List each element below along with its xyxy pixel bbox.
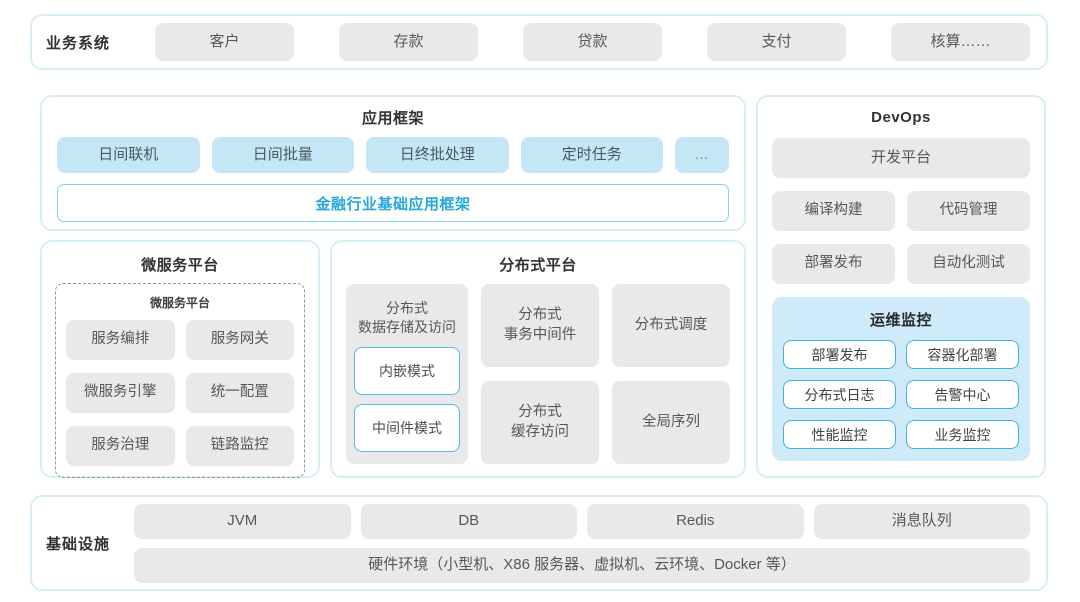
framework-item-more: ... [675,137,729,173]
ops-item-alert-center: 告警中心 [906,380,1019,409]
storage-mode-embedded: 内嵌模式 [354,346,460,395]
microservice-item-gateway: 服务网关 [185,320,294,360]
microservice-inner-title: 微服务平台 [149,296,210,310]
distributed-section: 分布式平台 分布式 数据存储及访问 内嵌模式 中间件模式 分布式 事务中间件 分… [330,240,746,478]
distributed-item-cache: 分布式 缓存访问 [481,381,599,464]
devops-title: DevOps [871,109,931,126]
microservice-item-config: 统一配置 [185,373,294,413]
devops-section: DevOps 开发平台 编译构建 代码管理 部署发布 自动化测试 运维监控 部署… [756,95,1046,478]
distributed-item-scheduling: 分布式调度 [612,284,730,367]
microservice-item-orchestration: 服务编排 [66,320,175,360]
ops-item-container-deploy: 容器化部署 [906,340,1019,369]
business-item-payment: 支付 [707,23,847,61]
business-item-accounting: 核算…… [891,23,1031,61]
microservice-item-engine: 微服务引擎 [66,373,175,413]
ops-item-deploy-release: 部署发布 [783,340,896,369]
ops-item-performance-monitor: 性能监控 [783,420,896,449]
microservice-item-governance: 服务治理 [66,426,175,466]
business-item-loan: 贷款 [523,23,663,61]
devops-item-deploy: 部署发布 [772,244,895,284]
distributed-title: 分布式平台 [499,257,577,274]
infrastructure-section: 基础设施 JVM DB Redis 消息队列 硬件环境（小型机、X86 服务器、… [30,495,1048,591]
distributed-storage-title: 分布式 数据存储及访问 [358,300,456,335]
microservice-section: 微服务平台 微服务平台 服务编排 服务网关 微服务引擎 统一配置 服务治理 链路… [40,240,320,478]
infra-item-redis: Redis [587,503,804,539]
infra-item-jvm: JVM [134,503,351,539]
microservice-title: 微服务平台 [141,257,219,274]
framework-item-eod-batch: 日终批处理 [366,137,509,173]
framework-item-daytime-online: 日间联机 [57,137,200,173]
base-framework-bar: 金融行业基础应用框架 [57,184,729,222]
framework-item-scheduled-task: 定时任务 [520,137,663,173]
business-item-deposit: 存款 [339,23,479,61]
framework-item-daytime-batch: 日间批量 [211,137,354,173]
ops-monitor-box: 运维监控 部署发布 容器化部署 分布式日志 告警中心 性能监控 业务监控 [772,297,1030,461]
distributed-item-transaction: 分布式 事务中间件 [481,284,599,367]
business-system-section: 业务系统 客户 存款 贷款 支付 核算…… [30,14,1048,70]
distributed-storage-box: 分布式 数据存储及访问 内嵌模式 中间件模式 [346,284,468,464]
infra-item-db: DB [360,503,578,539]
ops-item-business-monitor: 业务监控 [906,420,1019,449]
infra-item-mq: 消息队列 [813,503,1031,539]
devops-item-auto-test: 自动化测试 [907,244,1030,284]
infrastructure-label: 基础设施 [46,535,111,553]
app-framework-section: 应用框架 日间联机 日间批量 日终批处理 定时任务 ... 金融行业基础应用框架 [40,95,746,231]
business-item-customer: 客户 [155,23,295,61]
storage-mode-middleware: 中间件模式 [354,403,460,452]
microservice-item-tracing: 链路监控 [185,426,294,466]
app-framework-title: 应用框架 [361,110,424,127]
microservice-inner-box: 微服务平台 服务编排 服务网关 微服务引擎 统一配置 服务治理 链路监控 [55,283,305,478]
devops-item-build: 编译构建 [772,191,895,231]
infra-hardware-bar: 硬件环境（小型机、X86 服务器、虚拟机、云环境、Docker 等） [134,547,1030,583]
devops-item-code-mgmt: 代码管理 [907,191,1030,231]
distributed-item-global-sequence: 全局序列 [612,381,730,464]
ops-monitor-title: 运维监控 [869,312,932,329]
ops-item-distributed-log: 分布式日志 [783,380,896,409]
devops-dev-platform: 开发平台 [772,138,1030,178]
business-system-label: 业务系统 [46,34,111,52]
